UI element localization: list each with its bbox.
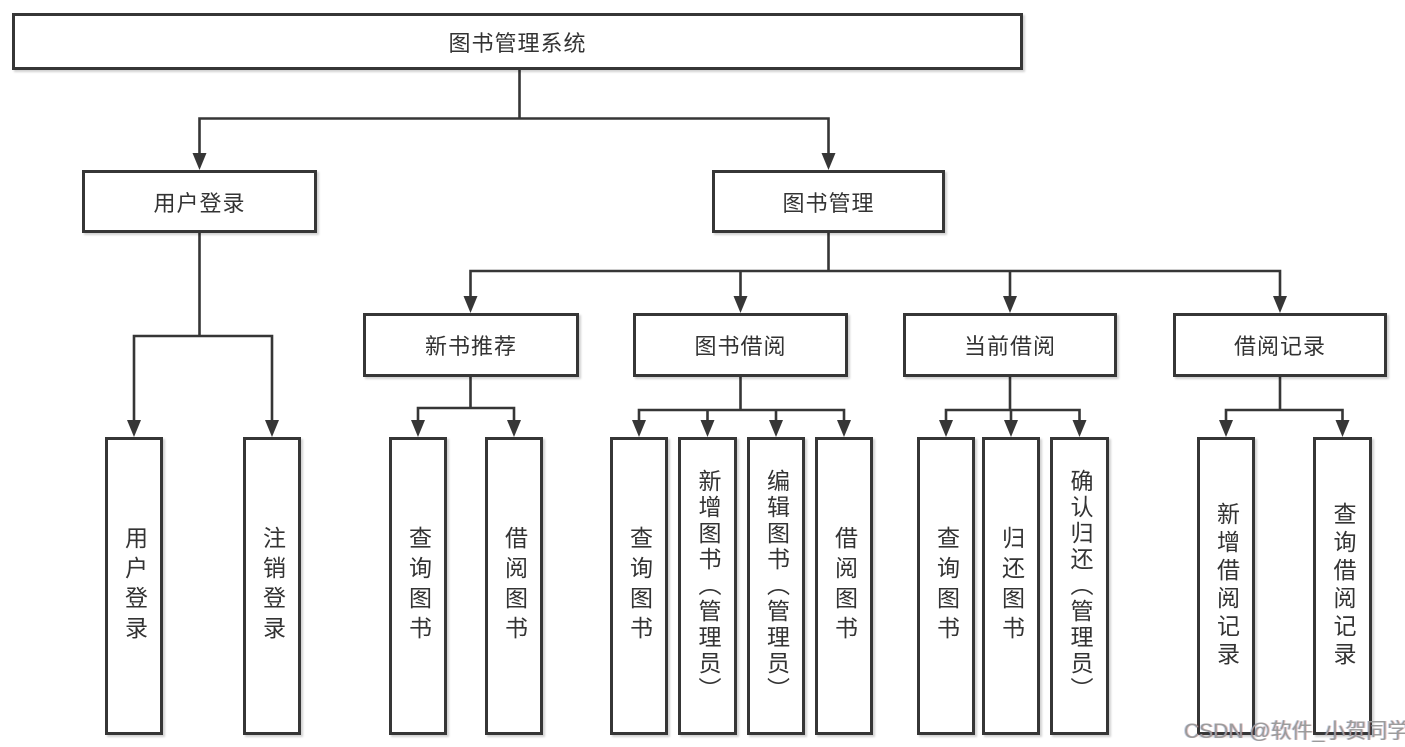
leaf-borrow-books-recommend: 借阅图书 (485, 437, 543, 735)
arrowheads (127, 153, 1350, 437)
leaf-return-books: 归还图书 (982, 437, 1040, 735)
leaf-edit-books-admin: 编辑图书（管理员） (747, 437, 805, 735)
node-current-borrow: 当前借阅 (903, 313, 1117, 377)
leaf-user-login: 用户登录 (105, 437, 163, 735)
connector-book-borrow-branch (637, 375, 846, 424)
node-book-management: 图书管理 (712, 170, 945, 233)
csdn-watermark: CSDN @软件_小贺同学 (1184, 720, 1405, 743)
connector-root-branch (198, 68, 830, 157)
connector-current-borrow-branch (944, 375, 1081, 424)
leaf-add-borrow-record: 新增借阅记录 (1197, 437, 1255, 735)
leaf-logout: 注销登录 (243, 437, 301, 735)
node-root-library-system: 图书管理系统 (12, 13, 1023, 70)
leaf-query-books-recommend: 查询图书 (389, 437, 447, 735)
connector-new-book-branch (416, 375, 516, 424)
node-new-book-recommend: 新书推荐 (363, 313, 579, 377)
connector-borrow-records-branch (1224, 375, 1344, 424)
node-book-borrow: 图书借阅 (633, 313, 848, 377)
leaf-confirm-return-admin: 确认归还（管理员） (1050, 437, 1109, 735)
node-user-login: 用户登录 (82, 170, 317, 233)
leaf-borrow-books: 借阅图书 (815, 437, 873, 735)
node-borrow-records: 借阅记录 (1173, 313, 1387, 377)
leaf-query-books-current: 查询图书 (917, 437, 975, 735)
leaf-query-borrow-record: 查询借阅记录 (1313, 437, 1372, 735)
connector-book-management-branch (469, 231, 1282, 300)
connector-user-login-branch (132, 231, 274, 424)
leaf-add-books-admin: 新增图书（管理员） (678, 437, 737, 735)
leaf-query-books-borrow: 查询图书 (610, 437, 668, 735)
